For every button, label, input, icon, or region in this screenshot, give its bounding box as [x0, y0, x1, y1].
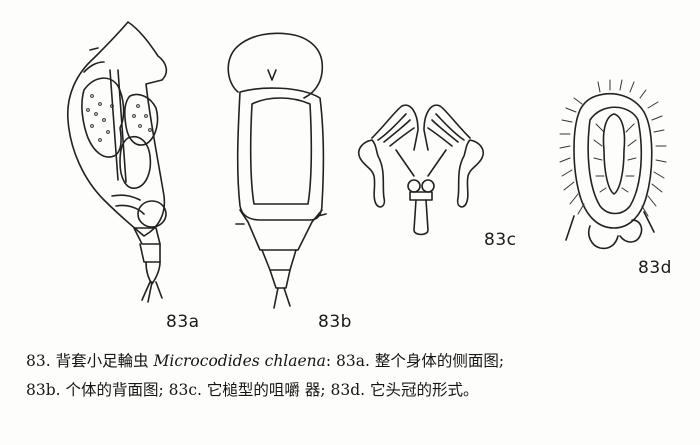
caption-line-1: 83. 背套小足輪虫 Microcodides chlaena: 83a. 整个… [26, 347, 686, 376]
label-83c: 83c [484, 230, 517, 250]
drawing-83b-dorsal-view [227, 32, 327, 309]
drawing-83c-mastax [357, 104, 485, 236]
drawing-83d-corona [559, 79, 667, 250]
figure-caption: 83. 背套小足輪虫 Microcodides chlaena: 83a. 整个… [26, 347, 686, 405]
label-83b: 83b [318, 312, 352, 332]
species-name: Microcodides chlaena [153, 352, 326, 370]
drawing-83a-lateral-view [66, 21, 168, 303]
label-83a: 83a [166, 312, 200, 332]
caption-prefix: 83. 背套小足輪虫 [26, 352, 154, 370]
caption-line-2: 83b. 个体的背面图; 83c. 它槌型的咀嚼 器; 83d. 它头冠的形式。 [26, 381, 479, 399]
rotifer-drawings [66, 21, 667, 309]
label-83d: 83d [638, 258, 672, 278]
caption-suffix: : 83a. 整个身体的侧面图; [325, 352, 505, 370]
